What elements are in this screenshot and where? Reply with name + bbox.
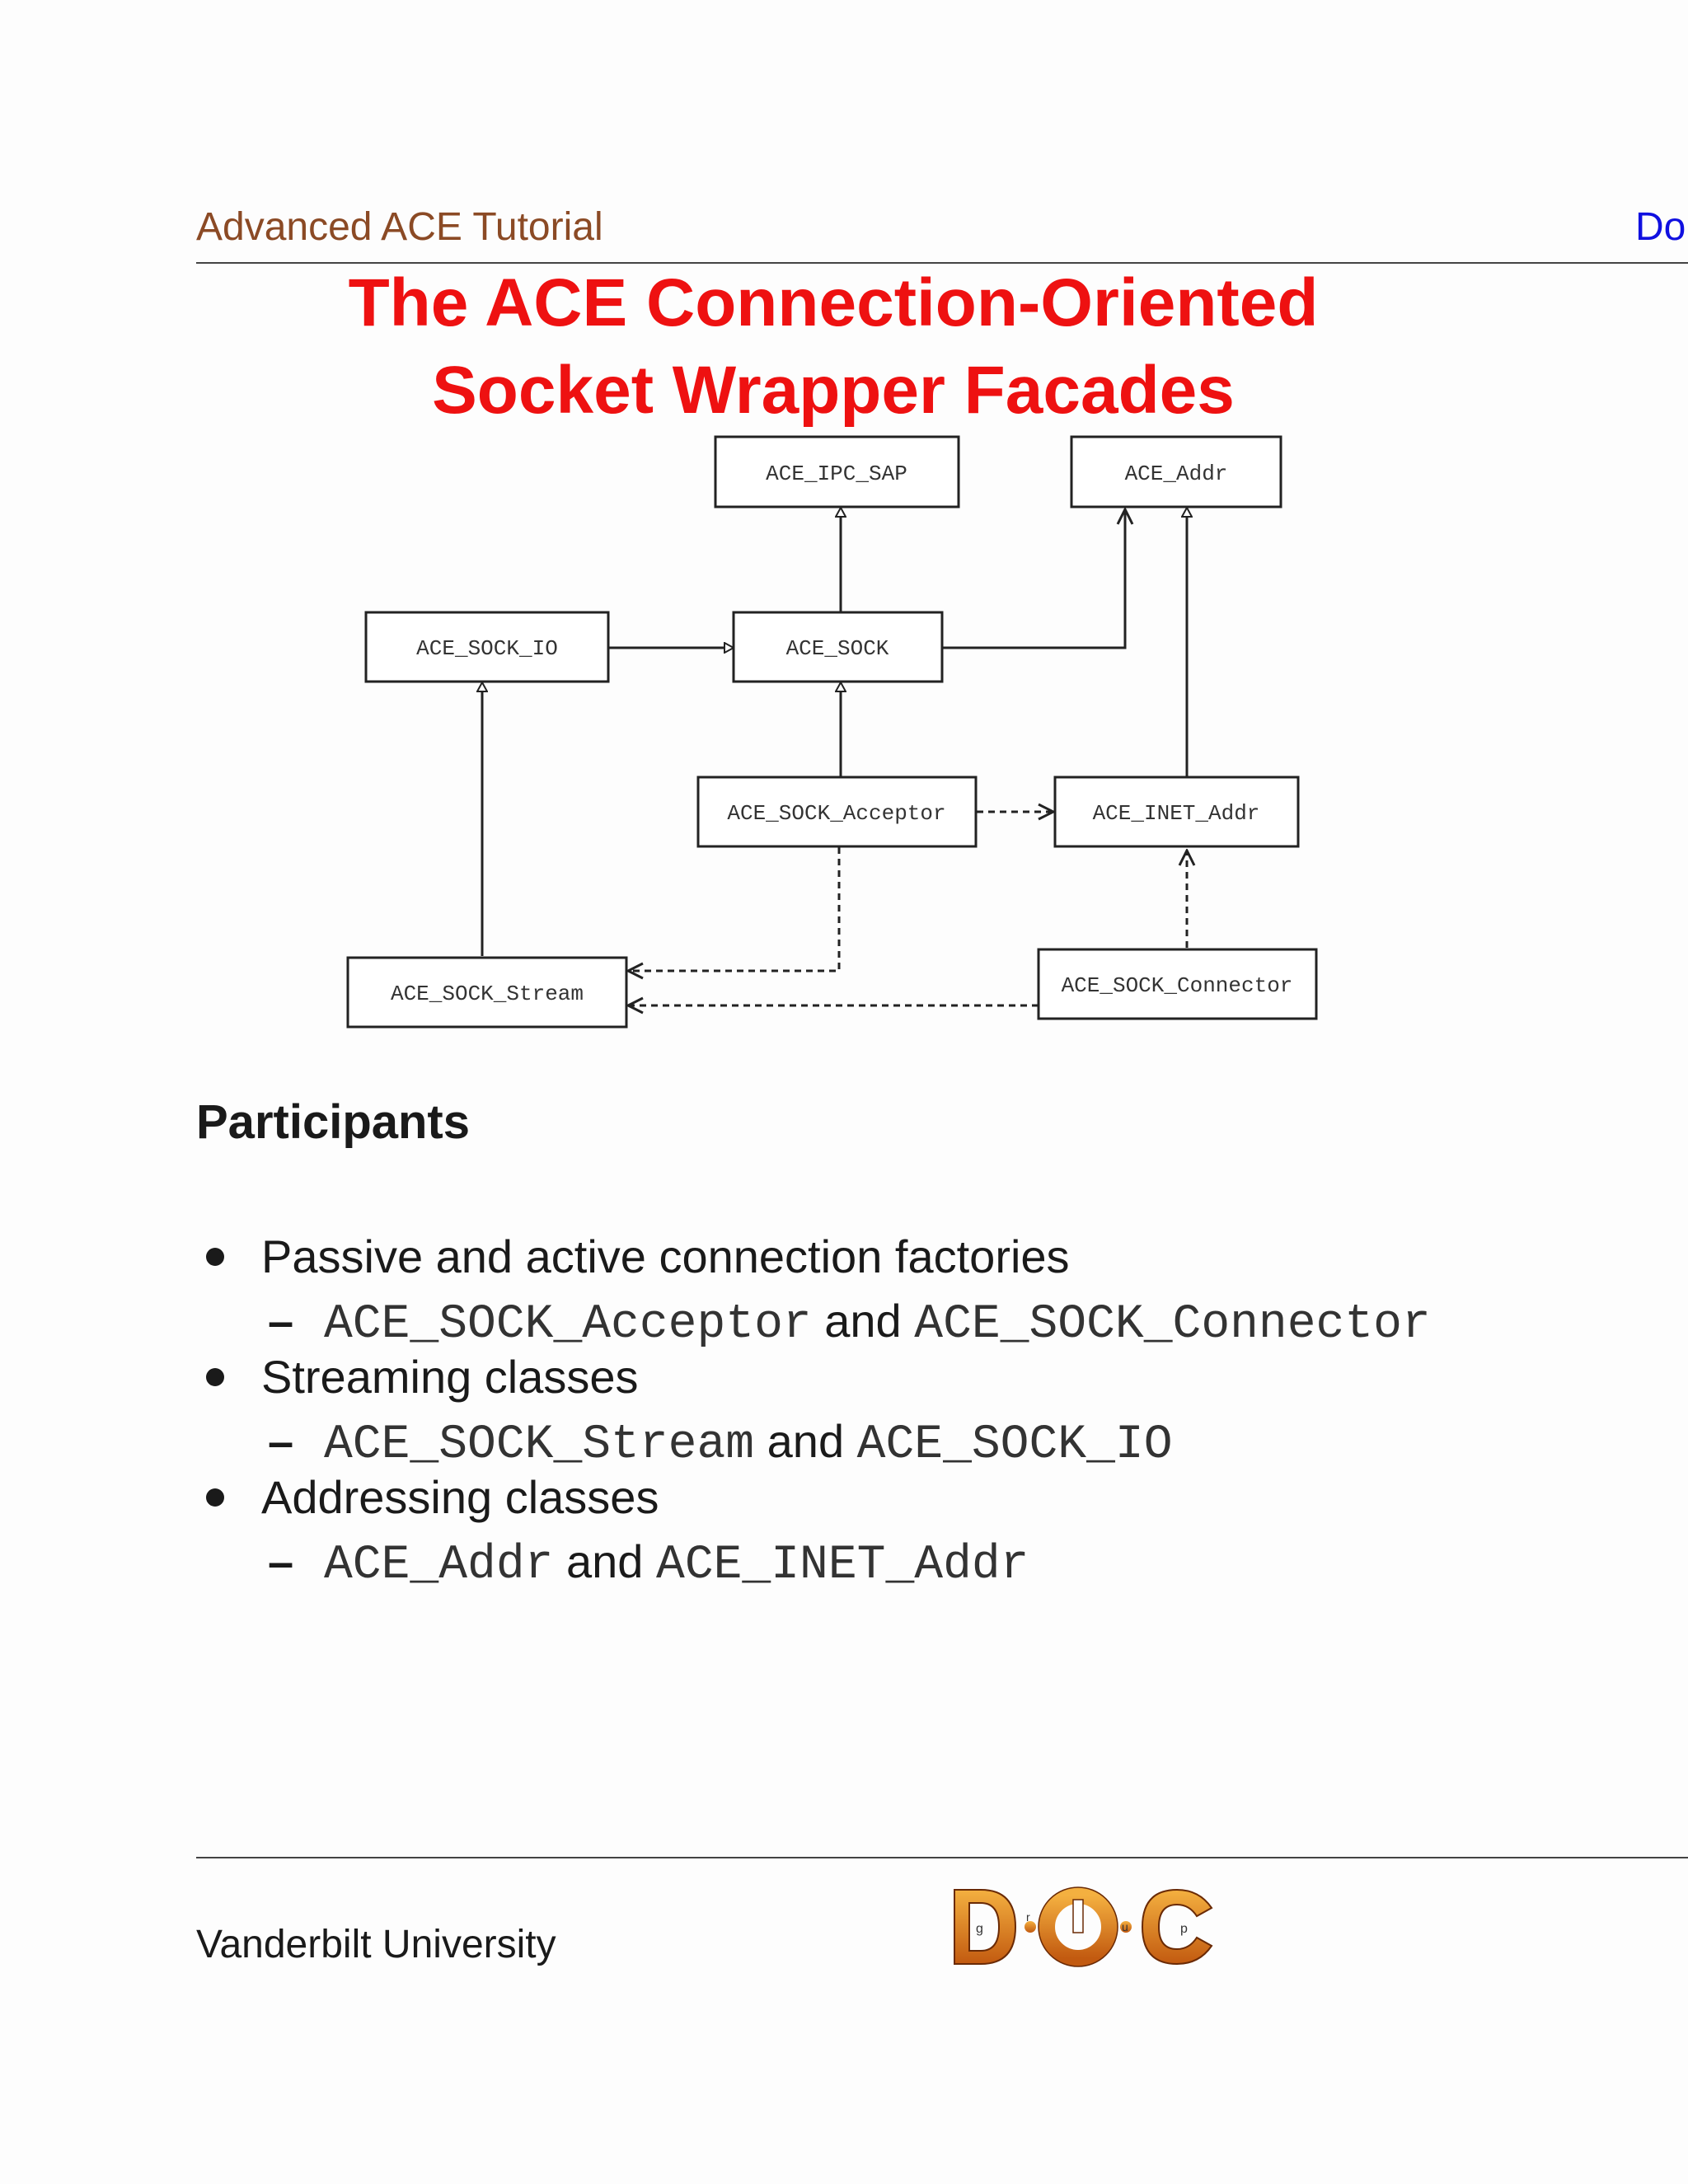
class-box-addr: [1070, 435, 1282, 509]
footer-rule: [196, 1857, 1688, 1858]
class-label-sock: ACE_SOCK: [786, 636, 889, 661]
list-item: Addressing classes: [206, 1470, 659, 1524]
logo-o-inner-mark: [1072, 1899, 1084, 1933]
logo-dot-u: [1120, 1921, 1132, 1933]
class-diagram: ACE_IPC_SAP ACE_Addr ACE_SOCK_IO ACE_SOC…: [346, 435, 1318, 1029]
list-item: Streaming classes: [206, 1350, 639, 1404]
class-box-acceptor: [696, 776, 978, 848]
class-label-addr: ACE_Addr: [1125, 462, 1228, 486]
class-box-stream: [346, 956, 628, 1029]
participants-heading: Participants: [196, 1095, 470, 1149]
bullet-dot: [206, 1368, 224, 1387]
class-name-b: ACE_INET_Addr: [656, 1539, 1029, 1592]
class-box-connector: [1037, 948, 1318, 1020]
logo-dot-r: [1025, 1921, 1036, 1933]
bullet-text: Passive and active connection factories: [261, 1230, 1070, 1282]
slide-title: The ACE Connection-Oriented Socket Wrapp…: [0, 260, 1667, 434]
class-name-a: ACE_SOCK_Acceptor: [324, 1298, 812, 1352]
sub-list-item: –ACE_SOCK_Acceptor and ACE_SOCK_Connecto…: [268, 1294, 1431, 1352]
header-course-title: Advanced ACE Tutorial: [196, 205, 603, 249]
logo-small-p: p: [1180, 1922, 1188, 1936]
class-label-ipc-sap: ACE_IPC_SAP: [766, 462, 907, 486]
dash-marker: –: [268, 1535, 294, 1587]
conjunction: and: [824, 1295, 902, 1347]
logo-letter-o: [1039, 1887, 1118, 1966]
slide-title-line-2: Socket Wrapper Facades: [432, 353, 1235, 428]
logo-small-r: r: [1026, 1910, 1030, 1924]
class-box-ipc-sap: [714, 435, 960, 509]
class-box-sock-io: [364, 611, 610, 683]
conjunction: and: [767, 1415, 845, 1467]
logo-letter-c: [1141, 1888, 1213, 1966]
sub-list-item: –ACE_Addr and ACE_INET_Addr: [268, 1535, 1029, 1592]
header-rule: [196, 262, 1688, 264]
edge-sock-to-addr: [942, 509, 1125, 649]
class-label-connector: ACE_SOCK_Connector: [1062, 973, 1293, 998]
logo-letter-d: [954, 1889, 1017, 1965]
class-label-sock-io: ACE_SOCK_IO: [416, 636, 558, 661]
class-label-acceptor: ACE_SOCK_Acceptor: [727, 801, 945, 826]
bullet-dot: [206, 1488, 224, 1507]
dash-marker: –: [268, 1415, 294, 1467]
footer-institution: Vanderbilt University: [196, 1923, 556, 1966]
bullet-dot: [206, 1248, 224, 1267]
class-name-b: ACE_SOCK_IO: [856, 1418, 1173, 1472]
class-label-stream: ACE_SOCK_Stream: [391, 982, 584, 1006]
header-right-text: Do: [1635, 205, 1686, 249]
doc-group-logo: g r u p: [954, 1886, 1213, 1967]
list-item: Passive and active connection factories: [206, 1230, 1070, 1283]
class-name-a: ACE_Addr: [324, 1539, 554, 1592]
class-box-inet-addr: [1053, 776, 1300, 848]
bullet-text: Streaming classes: [261, 1351, 639, 1403]
class-name-b: ACE_SOCK_Connector: [914, 1298, 1431, 1352]
slide-title-line-1: The ACE Connection-Oriented: [348, 265, 1319, 340]
edge-acceptor-creates-stream: [628, 847, 841, 971]
dash-marker: –: [268, 1295, 294, 1347]
bullet-text: Addressing classes: [261, 1471, 659, 1523]
class-name-a: ACE_SOCK_Stream: [324, 1418, 755, 1472]
class-box-sock: [732, 611, 944, 683]
logo-small-u: u: [1122, 1920, 1128, 1933]
logo-small-g: g: [976, 1922, 983, 1936]
conjunction: and: [566, 1535, 644, 1587]
class-label-inet-addr: ACE_INET_Addr: [1093, 801, 1260, 826]
sub-list-item: –ACE_SOCK_Stream and ACE_SOCK_IO: [268, 1414, 1173, 1472]
